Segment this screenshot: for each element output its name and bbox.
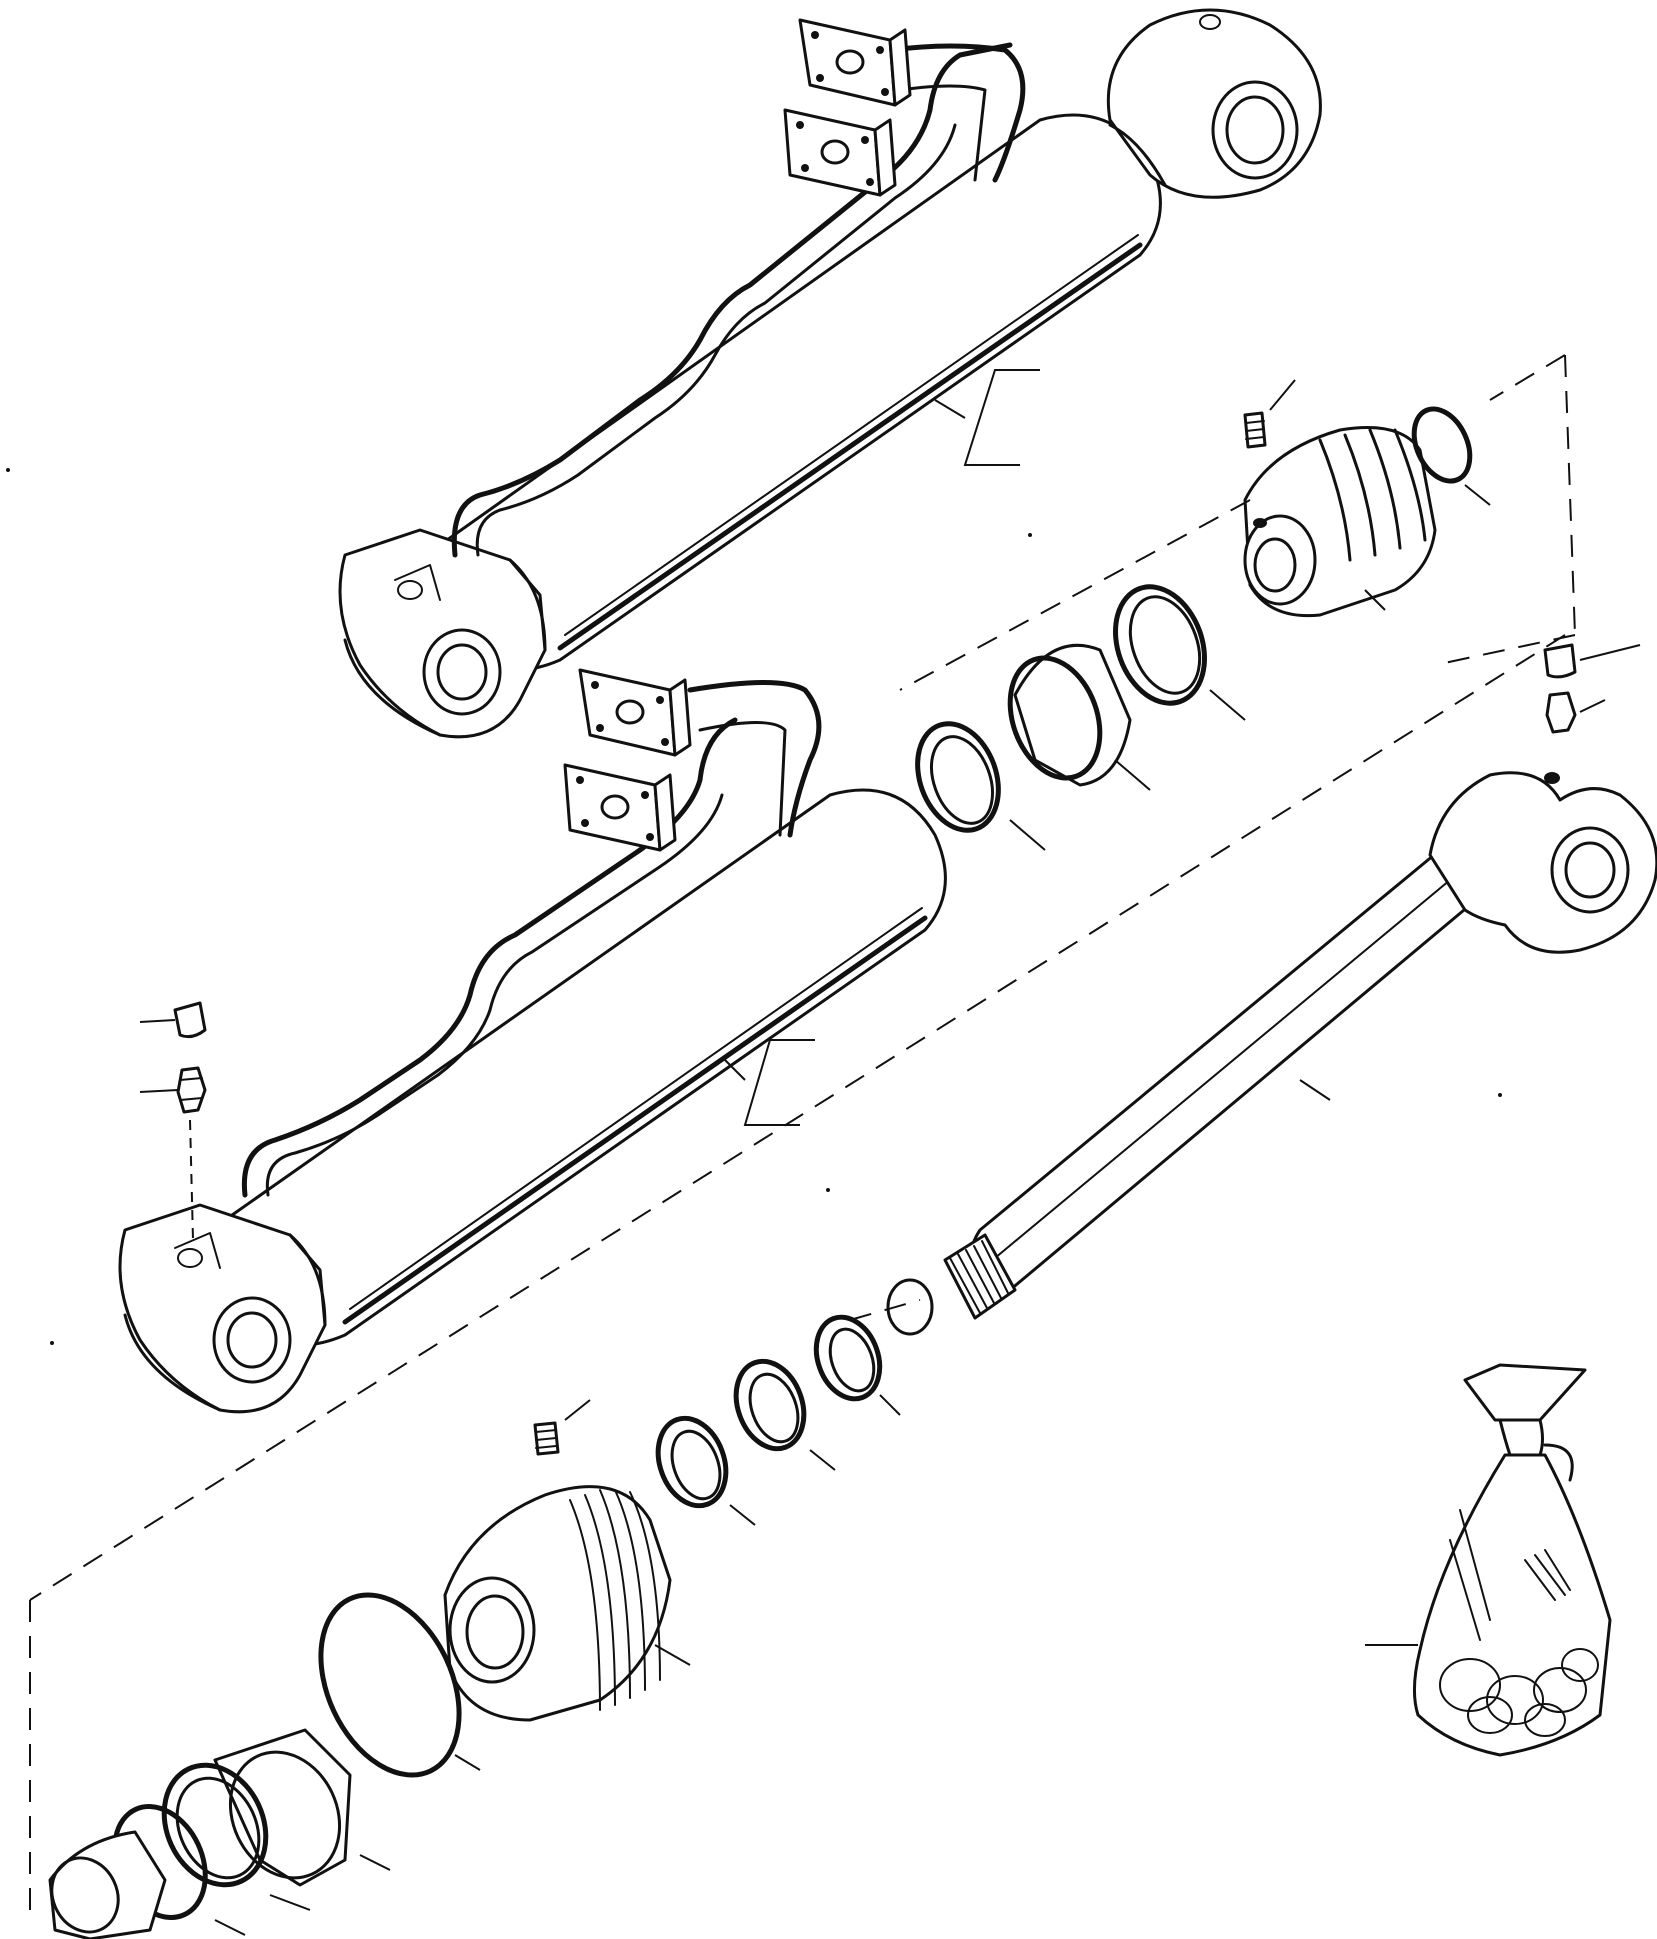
lower-cylinder-assembly (118, 668, 947, 1414)
upper-cylinder-assembly (338, 8, 1322, 739)
lower-barrel (220, 788, 947, 1347)
upper-rings (915, 584, 1246, 851)
lower-flange-top (578, 668, 692, 757)
upper-flange-bottom (783, 108, 897, 197)
lower-flange-bottom (563, 763, 677, 852)
piston-rod (886, 643, 1657, 1336)
upper-hydraulic-tube (451, 42, 1013, 558)
lower-grease-fitting (139, 1001, 207, 1241)
upper-rod-eye (1106, 8, 1322, 199)
lower-hydraulic-tube (241, 717, 738, 1198)
piston-head-upper (1243, 379, 1491, 618)
lower-head-clevis (118, 1203, 327, 1414)
gland-lower (443, 1399, 691, 1722)
lower-orings (48, 1592, 481, 1939)
upper-flange-top (798, 18, 912, 107)
alignment-lines (29, 354, 1576, 1920)
upper-barrel (435, 113, 1162, 672)
lower-seals (655, 1314, 901, 1526)
seal-kit-bag (1365, 1363, 1612, 1757)
upper-head-clevis (338, 528, 547, 739)
rod-thread (949, 1240, 1009, 1314)
